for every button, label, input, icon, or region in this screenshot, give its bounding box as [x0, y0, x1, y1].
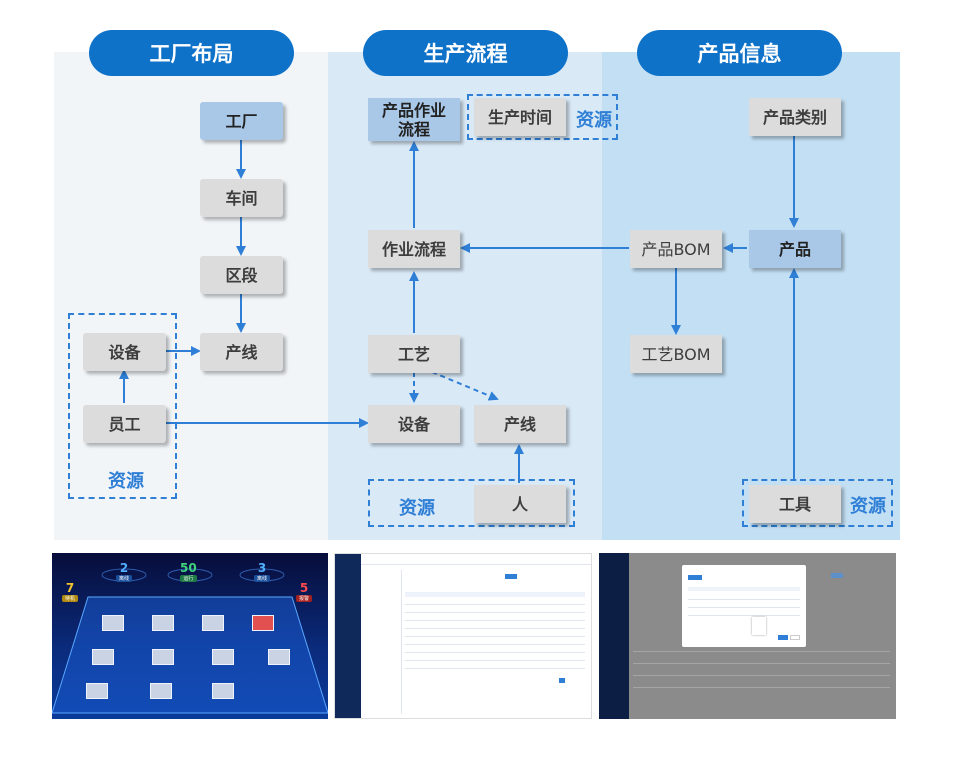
s3-row-line [633, 651, 890, 652]
s2-row-line [405, 604, 585, 605]
s2-table-header [405, 592, 585, 597]
node-device-left: 设备 [83, 333, 166, 371]
node-process: 工艺 [368, 335, 460, 373]
screenshot-dashboard: 7 待机 2 离线 50 运行 3 离线 5 报警 [52, 553, 328, 719]
station-10 [150, 683, 172, 699]
s3-modal-cancel [790, 635, 800, 640]
stat-running: 50 运行 [180, 561, 197, 582]
node-product-category: 产品类别 [749, 98, 841, 136]
s2-row-line [405, 660, 585, 661]
stat-standby: 7 待机 [62, 581, 79, 602]
s3-modal-row [688, 607, 800, 608]
stat-offline-1-value: 2 [119, 561, 129, 575]
header-production-flow: 生产流程 [363, 30, 568, 76]
station-5 [92, 649, 114, 665]
stat-running-label: 运行 [180, 575, 197, 582]
node-section: 区段 [200, 256, 283, 294]
resource-group-tool [742, 479, 893, 527]
node-line-left: 产线 [200, 333, 283, 371]
s3-dropdown [752, 617, 766, 635]
stat-alarm-label: 报警 [296, 595, 313, 602]
resource-group-left [68, 313, 177, 499]
s2-sidebar [335, 554, 361, 718]
s2-pagination-active [559, 678, 565, 683]
node-device-mid: 设备 [368, 405, 460, 443]
s2-row-line [405, 668, 585, 669]
s2-row-line [405, 636, 585, 637]
s3-modal [682, 565, 806, 647]
stat-offline-2-label: 离线 [254, 575, 271, 582]
node-tool: 工具 [749, 485, 841, 523]
node-factory: 工厂 [200, 102, 283, 140]
node-production-time: 生产时间 [474, 98, 566, 136]
arrow-process-line-dashed [431, 371, 499, 401]
s2-tree [365, 570, 402, 714]
stat-offline-2: 3 离线 [254, 561, 271, 582]
header-product-info: 产品信息 [637, 30, 842, 76]
stat-standby-label: 待机 [62, 595, 79, 602]
s3-modal-row [688, 615, 800, 616]
node-person: 人 [474, 485, 566, 523]
station-3 [202, 615, 224, 631]
resource-label-left: 资源 [108, 471, 144, 492]
resource-group-person [368, 479, 575, 527]
node-product: 产品 [749, 230, 841, 268]
s2-row-line [405, 612, 585, 613]
stat-alarm: 5 报警 [296, 581, 313, 602]
stat-running-value: 50 [180, 561, 197, 575]
node-line-mid: 产线 [474, 405, 566, 443]
node-product-work-flow-label: 产品作业流程 [381, 100, 446, 139]
s3-modal-tab [688, 575, 702, 580]
stat-offline-1: 2 离线 [116, 561, 133, 582]
node-product-work-flow: 产品作业流程 [368, 98, 460, 141]
node-product-bom: 产品BOM [630, 230, 722, 268]
node-workshop: 车间 [200, 179, 283, 217]
station-8 [268, 649, 290, 665]
resource-label-tool: 资源 [850, 496, 886, 517]
stat-offline-1-label: 离线 [116, 575, 133, 582]
resource-group-time [467, 94, 618, 140]
resource-label-person: 资源 [399, 498, 435, 519]
s3-modal-table-header [688, 587, 800, 591]
node-work-flow: 作业流程 [368, 230, 460, 268]
station-7 [212, 649, 234, 665]
s3-row-line [633, 675, 890, 676]
stat-standby-value: 7 [65, 581, 75, 595]
s2-row-line [405, 652, 585, 653]
stat-offline-2-value: 3 [257, 561, 267, 575]
s3-modal-row [688, 599, 800, 600]
header-factory-layout: 工厂布局 [89, 30, 294, 76]
stat-alarm-value: 5 [299, 581, 309, 595]
station-1 [102, 615, 124, 631]
s3-sidebar [599, 553, 629, 719]
s2-topbar [361, 554, 591, 565]
s2-search-button [505, 574, 517, 579]
station-11 [212, 683, 234, 699]
station-4-alarm [252, 615, 274, 631]
station-9 [86, 683, 108, 699]
node-process-bom: 工艺BOM [630, 335, 722, 373]
station-2 [152, 615, 174, 631]
resource-label-time: 资源 [576, 110, 612, 131]
node-employee: 员工 [83, 405, 166, 443]
s2-row-line [405, 644, 585, 645]
s3-search-button [831, 573, 843, 578]
station-6 [152, 649, 174, 665]
screenshot-modal-page [599, 553, 896, 719]
screenshot-table-page [334, 553, 592, 719]
s3-row-line [633, 687, 890, 688]
s2-row-line [405, 628, 585, 629]
s3-row-line [633, 663, 890, 664]
s3-modal-confirm [778, 635, 788, 640]
s2-row-line [405, 620, 585, 621]
